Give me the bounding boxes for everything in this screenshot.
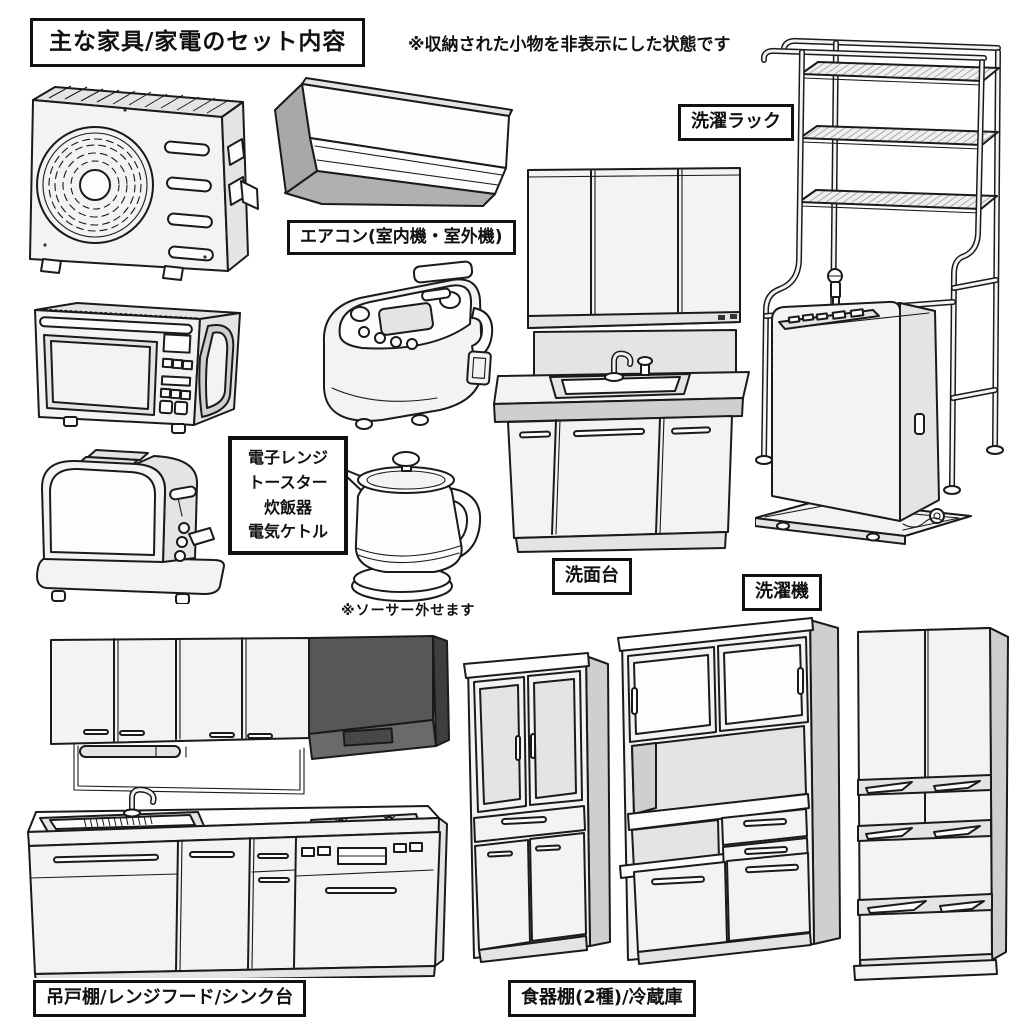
label-kettle: 電気ケトル: [247, 522, 328, 542]
ac-outdoor-unit-illustration: [29, 85, 259, 281]
label-laundry-rack: 洗濯ラック: [678, 104, 794, 141]
microwave-illustration: [34, 302, 241, 434]
kitchen-cabinet-illustration: [617, 617, 841, 965]
rice-cooker-illustration: [322, 260, 494, 430]
label-washstand: 洗面台: [552, 558, 632, 595]
refrigerator-illustration: [853, 627, 1009, 981]
label-kitchen: 吊戸棚/レンジフード/シンク台: [33, 980, 307, 1017]
label-microwave: 電子レンジ: [247, 448, 328, 467]
ac-indoor-unit-illustration: [274, 77, 513, 207]
kitchen-counter-illustration: [27, 635, 450, 978]
washing-machine-illustration: [755, 268, 972, 545]
label-rice-cooker: 炊飯器: [263, 497, 312, 517]
label-aircon: エアコン(室内機・室外機): [287, 220, 516, 256]
label-toaster: トースター: [248, 472, 328, 492]
kettle-saucer-note: ※ソーサー外せます: [341, 603, 476, 619]
hidden-items-note: ※収納された小物を非表示にした状態です: [408, 35, 731, 55]
label-cupboard-fridge: 食器棚(2種)/冷蔵庫: [508, 980, 696, 1017]
page-title: 主な家具/家電のセット内容: [30, 18, 366, 67]
electric-kettle-illustration: [342, 451, 482, 602]
tall-cupboard-illustration: [463, 652, 611, 963]
washstand-illustration: [493, 167, 750, 553]
laundry-rack-illustration: [755, 37, 1004, 495]
toaster-illustration: [36, 449, 225, 604]
label-washing-machine: 洗濯機: [742, 574, 822, 611]
label-appliance-group: 電子レンジ トースター 炊飯器 電気ケトル: [228, 436, 348, 556]
